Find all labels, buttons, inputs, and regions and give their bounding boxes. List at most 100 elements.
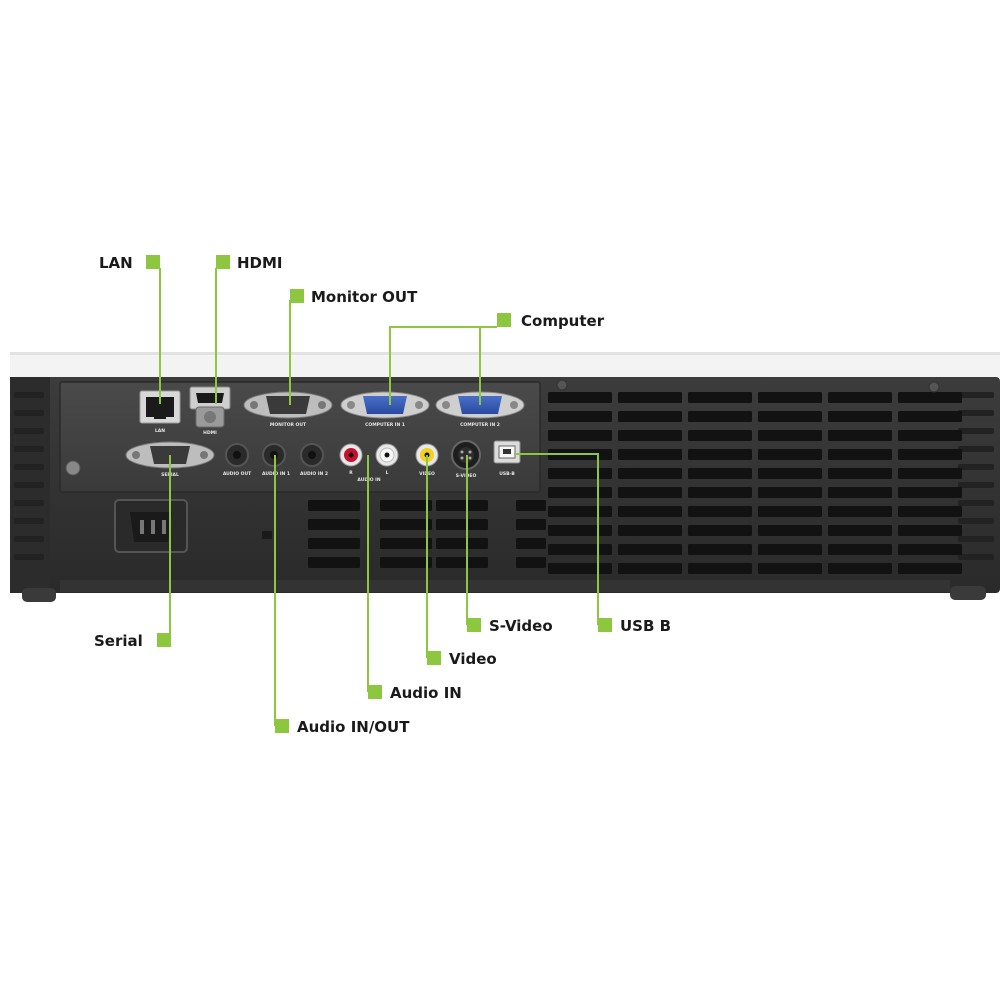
- video-marker: [427, 651, 441, 665]
- vent-slot: [380, 519, 432, 530]
- top-cover-edge: [10, 352, 1000, 355]
- vent-slot: [618, 449, 682, 460]
- audio-in-out-callout-label: Audio IN/OUT: [297, 718, 410, 736]
- audio-in-rl-port-label: AUDIO IN: [357, 477, 380, 483]
- vent-slot: [828, 392, 892, 403]
- vent-slot: [898, 525, 962, 536]
- vent-slot: [618, 392, 682, 403]
- panel-screw: [65, 460, 81, 476]
- hdmi-port-label: HDMI: [203, 430, 217, 436]
- monitor-out-marker: [290, 289, 304, 303]
- vent-slot: [380, 500, 432, 511]
- audio-in-l-port-label: L: [386, 470, 389, 476]
- vent-slot: [688, 411, 752, 422]
- hdmi-callout-label: HDMI: [237, 254, 283, 272]
- vent-slot: [898, 506, 962, 517]
- audio-in-l-jack[interactable]: [375, 443, 399, 467]
- lan-port-label: LAN: [155, 428, 165, 434]
- base-strip: [60, 580, 950, 592]
- serial-callout-label: Serial: [94, 632, 143, 650]
- hdmi-port[interactable]: [189, 386, 231, 428]
- audio-in-out-marker: [275, 719, 289, 733]
- vent-slot: [618, 525, 682, 536]
- vent-slot: [898, 544, 962, 555]
- vent-slot: [618, 563, 682, 574]
- vent-slot: [898, 430, 962, 441]
- vent-slot: [898, 468, 962, 479]
- vent-slot: [688, 392, 752, 403]
- vent-slot: [516, 500, 546, 511]
- vent-slot: [758, 449, 822, 460]
- computer-marker: [497, 313, 511, 327]
- monitor-out-callout-label: Monitor OUT: [311, 288, 418, 306]
- audio-in-2-port-label: AUDIO IN 2: [300, 471, 328, 477]
- audio-in-r-jack[interactable]: [339, 443, 363, 467]
- vent-slot: [758, 392, 822, 403]
- vent-slot: [618, 544, 682, 555]
- security-slot: [262, 531, 272, 539]
- s-video-marker: [467, 618, 481, 632]
- vent-slot: [548, 525, 612, 536]
- connector-panel: LAN HDMI MONITOR OUT COMPUTER IN 1 COMPU…: [59, 379, 940, 493]
- vent-slot: [548, 411, 612, 422]
- vent-slot: [758, 525, 822, 536]
- vent-slot: [758, 487, 822, 498]
- vent-slot: [548, 487, 612, 498]
- foot-left: [22, 588, 56, 602]
- computer-callout-label: Computer: [521, 312, 605, 330]
- vent-slot: [828, 468, 892, 479]
- vent-slot: [548, 392, 612, 403]
- vent-slot: [758, 544, 822, 555]
- vent-slot: [436, 500, 488, 511]
- left-grip-ribs: [14, 392, 44, 560]
- audio-in-2-jack[interactable]: [300, 443, 324, 467]
- audio-out-jack[interactable]: [225, 443, 249, 467]
- lan-callout-label: LAN: [99, 254, 133, 272]
- vent-slot: [758, 468, 822, 479]
- vent-slot: [380, 538, 432, 549]
- vent-slot: [618, 506, 682, 517]
- vent-slot: [828, 430, 892, 441]
- vent-slot: [828, 544, 892, 555]
- vent-slot: [758, 506, 822, 517]
- usb-b-callout-label: USB B: [620, 617, 672, 635]
- hdmi-marker: [216, 255, 230, 269]
- vent-slot: [898, 487, 962, 498]
- vent-slot: [688, 506, 752, 517]
- vent-slot: [548, 544, 612, 555]
- vent-slot: [548, 468, 612, 479]
- vent-slot: [516, 519, 546, 530]
- case-screw-right: [928, 381, 940, 393]
- vent-slot: [828, 563, 892, 574]
- vent-slot: [828, 411, 892, 422]
- callout-markers: [146, 255, 612, 733]
- vent-slot: [828, 525, 892, 536]
- top-cover: [10, 352, 1000, 378]
- lan-marker: [146, 255, 160, 269]
- audio-in-callout-label: Audio IN: [390, 684, 462, 702]
- monitor-out-port[interactable]: [243, 391, 333, 419]
- usb-b-port[interactable]: [493, 440, 521, 464]
- vent-slot: [898, 449, 962, 460]
- vent-slot: [618, 487, 682, 498]
- vent-grille: [308, 392, 962, 574]
- vent-slot: [436, 538, 488, 549]
- vent-slot: [308, 500, 360, 511]
- computer-in-2-port-label: COMPUTER IN 2: [460, 422, 500, 428]
- vent-slot: [436, 557, 488, 568]
- right-grip-ribs: [958, 392, 994, 560]
- vent-slot: [308, 538, 360, 549]
- computer-leader-1: [389, 326, 497, 405]
- vent-slot: [898, 411, 962, 422]
- vent-slot: [688, 430, 752, 441]
- computer-in-1-port[interactable]: [340, 391, 430, 419]
- usb-b-marker: [598, 618, 612, 632]
- vent-slot: [758, 430, 822, 441]
- video-callout-label: Video: [449, 650, 497, 668]
- vent-slot: [618, 430, 682, 441]
- vent-slot: [688, 563, 752, 574]
- vent-slot: [828, 449, 892, 460]
- vent-slot: [688, 544, 752, 555]
